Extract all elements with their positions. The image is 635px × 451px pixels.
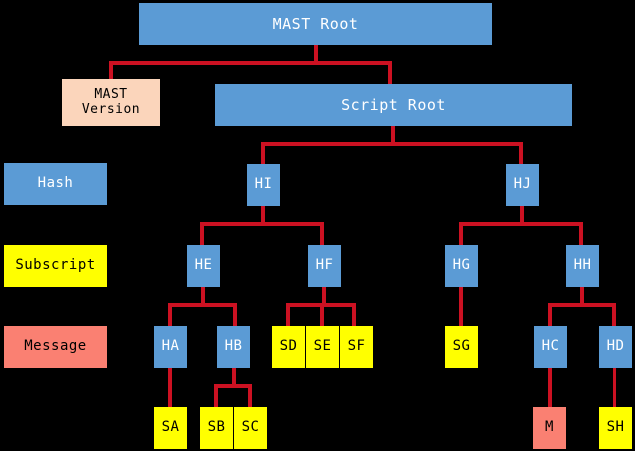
node-se[interactable]: SE bbox=[306, 326, 339, 368]
node-sf[interactable]: SF bbox=[340, 326, 373, 368]
node-ha-label: HA bbox=[161, 338, 180, 355]
connector-e-se-drop bbox=[320, 303, 324, 327]
connector-e-scriptroot-stem bbox=[391, 126, 395, 145]
node-he-label: HE bbox=[194, 257, 213, 274]
node-hi-label: HI bbox=[254, 176, 273, 193]
node-script-root[interactable]: Script Root bbox=[215, 84, 572, 126]
node-sc-label: SC bbox=[241, 419, 260, 436]
node-hh[interactable]: HH bbox=[566, 245, 599, 287]
node-hj[interactable]: HJ bbox=[506, 164, 539, 206]
node-sc[interactable]: SC bbox=[234, 407, 267, 449]
node-sd-label: SD bbox=[279, 338, 298, 355]
node-hj-label: HJ bbox=[513, 176, 532, 193]
connector-e-hi-bar bbox=[200, 222, 324, 226]
connector-e-hj-stem bbox=[520, 206, 524, 224]
node-mast-version-label: MAST Version bbox=[81, 86, 141, 117]
node-hf-label: HF bbox=[315, 257, 334, 274]
node-sh-label: SH bbox=[606, 419, 625, 436]
node-se-label: SE bbox=[313, 338, 332, 355]
node-sb[interactable]: SB bbox=[200, 407, 233, 449]
node-he[interactable]: HE bbox=[187, 245, 220, 287]
connector-e-sc-drop bbox=[248, 384, 252, 408]
node-mast-root[interactable]: MAST Root bbox=[139, 3, 492, 45]
connector-e-hc-drop bbox=[548, 303, 552, 327]
connector-e-scriptroot-bar bbox=[261, 142, 523, 146]
node-sd[interactable]: SD bbox=[272, 326, 305, 368]
connector-e-hi-stem bbox=[261, 206, 265, 224]
connector-e-hb-bar bbox=[214, 384, 252, 388]
node-sf-label: SF bbox=[347, 338, 366, 355]
node-hc[interactable]: HC bbox=[534, 326, 567, 368]
node-hd[interactable]: HD bbox=[599, 326, 632, 368]
connector-e-hh-drop bbox=[579, 222, 583, 246]
node-sg[interactable]: SG bbox=[445, 326, 478, 368]
connector-e-hj-drop bbox=[519, 142, 523, 165]
node-hb[interactable]: HB bbox=[217, 326, 250, 368]
connector-e-he-drop bbox=[200, 222, 204, 246]
node-hc-label: HC bbox=[541, 338, 560, 355]
connector-e-hd-sh bbox=[613, 368, 616, 408]
node-hf[interactable]: HF bbox=[308, 245, 341, 287]
connector-e-hc-m bbox=[548, 368, 552, 408]
connector-e-he-bar bbox=[168, 303, 237, 307]
node-sa[interactable]: SA bbox=[154, 407, 187, 449]
connector-e-hb-stem bbox=[232, 368, 236, 386]
node-m[interactable]: M bbox=[533, 407, 566, 449]
legend-subscript-label: Subscript bbox=[15, 257, 96, 274]
connector-e-hi-drop bbox=[261, 142, 265, 165]
node-sb-label: SB bbox=[207, 419, 226, 436]
node-sg-label: SG bbox=[452, 338, 471, 355]
node-hi[interactable]: HI bbox=[247, 164, 280, 206]
node-sa-label: SA bbox=[161, 419, 180, 436]
connector-e-ha-sa bbox=[168, 368, 172, 408]
node-hh-label: HH bbox=[573, 257, 592, 274]
connector-e-hf-stem bbox=[322, 287, 326, 305]
node-hg[interactable]: HG bbox=[445, 245, 478, 287]
connector-e-hb-drop bbox=[233, 303, 237, 327]
legend-message[interactable]: Message bbox=[4, 326, 107, 368]
node-hd-label: HD bbox=[606, 338, 625, 355]
connector-e-hd-drop bbox=[612, 303, 616, 327]
node-mast-root-label: MAST Root bbox=[272, 14, 359, 33]
connector-e-sd-drop bbox=[286, 303, 290, 327]
connector-e-hh-stem bbox=[580, 287, 584, 305]
connector-e-version-drop bbox=[109, 61, 113, 80]
legend-hash[interactable]: Hash bbox=[4, 163, 107, 205]
connector-e-scriptroot-drop bbox=[388, 61, 392, 85]
node-mast-version[interactable]: MAST Version bbox=[62, 79, 160, 126]
connector-e-sb-drop bbox=[214, 384, 218, 408]
connector-e-sf-drop bbox=[352, 303, 356, 327]
connector-e-hj-bar bbox=[459, 222, 583, 226]
node-script-root-label: Script Root bbox=[341, 95, 446, 114]
legend-message-label: Message bbox=[24, 338, 87, 355]
node-sh[interactable]: SH bbox=[599, 407, 632, 449]
connector-e-hg-drop bbox=[459, 222, 463, 246]
connector-e-hg-sg bbox=[459, 287, 463, 327]
node-ha[interactable]: HA bbox=[154, 326, 187, 368]
connector-e-he-stem bbox=[201, 287, 205, 305]
connector-e-mastroot-stem bbox=[314, 45, 318, 63]
legend-subscript[interactable]: Subscript bbox=[4, 245, 107, 287]
node-hb-label: HB bbox=[224, 338, 243, 355]
node-hg-label: HG bbox=[452, 257, 471, 274]
connector-e-mastroot-bar bbox=[109, 61, 392, 65]
connector-e-ha-drop bbox=[168, 303, 172, 327]
node-m-label: M bbox=[545, 419, 554, 436]
legend-hash-label: Hash bbox=[37, 175, 74, 192]
connector-e-hh-bar bbox=[548, 303, 616, 307]
connector-e-hf-drop bbox=[320, 222, 324, 246]
